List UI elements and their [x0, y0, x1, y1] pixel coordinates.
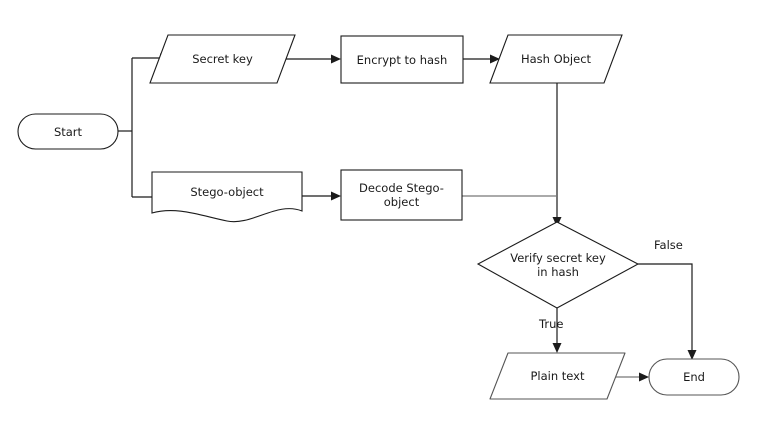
arrowhead-decode — [331, 191, 341, 201]
node-stego-object[interactable] — [151, 171, 303, 223]
arrowhead-end-from-plain-text — [639, 372, 649, 382]
node-encrypt-to-hash[interactable] — [340, 35, 464, 84]
node-hash-object[interactable] — [489, 34, 623, 84]
node-start[interactable] — [17, 113, 119, 150]
node-plain-text[interactable] — [489, 352, 626, 400]
arrowhead-end-from-false — [687, 350, 697, 360]
edge-verify-false — [638, 263, 693, 350]
node-verify-secret-key[interactable] — [476, 221, 640, 309]
node-decode-stego-object[interactable] — [340, 169, 463, 221]
arrowhead-encrypt — [331, 54, 341, 64]
node-secret-key[interactable] — [149, 34, 296, 84]
node-end[interactable] — [648, 358, 740, 396]
arrowhead-hash-object — [490, 54, 500, 64]
arrowhead-plain-text — [552, 343, 562, 353]
